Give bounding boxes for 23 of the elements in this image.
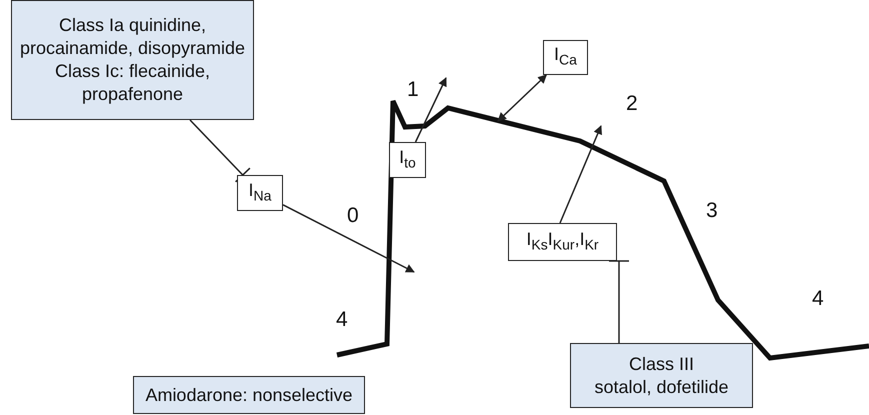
current-label-box: I$_{Ks}$I$_{Kur}$,I$_{Kr}$ <box>508 223 617 261</box>
double-arrow <box>497 74 547 122</box>
phase-number: 4 <box>812 287 824 311</box>
phase-number: 1 <box>407 78 419 102</box>
drug-class-box <box>570 343 753 408</box>
arrow <box>414 77 447 142</box>
box-text: Class III <box>628 352 694 376</box>
drug-class-box <box>11 0 254 120</box>
phase-number: 4 <box>336 308 348 332</box>
phase-number: 3 <box>706 199 718 223</box>
box-text: Class Ic: flecainide, propafenone <box>54 60 212 106</box>
box-text: Class Ia quinidine, procainamide, disopyramide <box>18 14 246 60</box>
box-text: sotalol, dofetilide <box>594 376 729 398</box>
inhibition-line <box>608 260 630 343</box>
phase-number: 2 <box>626 92 638 116</box>
current-label-box: I$_{Ca}$ <box>543 40 588 75</box>
phase-number: 0 <box>347 204 359 228</box>
current-label-box: I$_{to}$ <box>389 142 426 178</box>
arrow <box>559 125 602 224</box>
inhibition-line <box>189 119 251 183</box>
drug-class-box: Amiodarone: nonselective <box>133 376 365 414</box>
arrow <box>282 204 415 273</box>
current-label-box: I$_{Na}$ <box>237 175 283 211</box>
